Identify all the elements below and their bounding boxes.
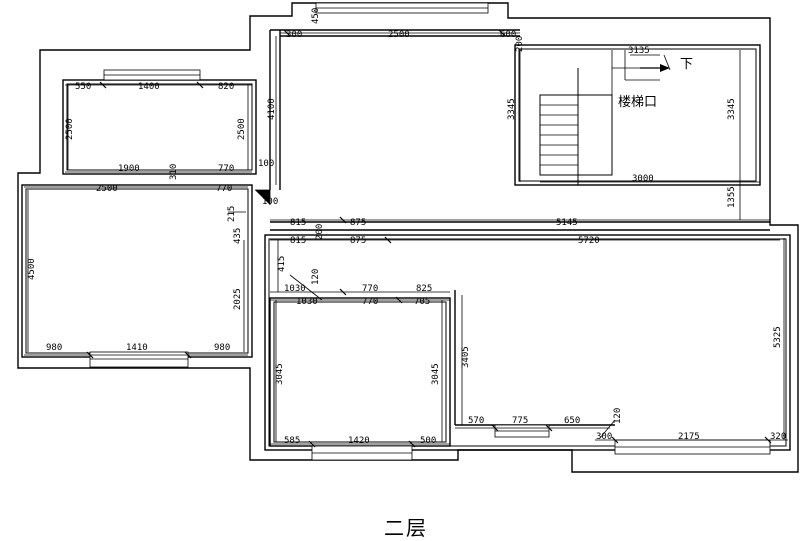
dim-text: 820 xyxy=(218,82,234,92)
dim-text: 875 xyxy=(350,218,366,228)
dim-text: 120 xyxy=(311,269,321,285)
dim-text: 120 xyxy=(613,408,623,424)
dim-text: 1400 xyxy=(138,82,160,92)
dim-text: 825 xyxy=(416,284,432,294)
dim-text: 300 xyxy=(596,432,612,442)
dim-text: 2500 xyxy=(388,30,410,40)
dim-text: 5720 xyxy=(578,236,600,246)
door-swings xyxy=(228,189,616,439)
dim-text: 100 xyxy=(258,159,274,169)
stair-hall-inner xyxy=(518,48,757,182)
dim-text: 3405 xyxy=(461,346,471,368)
dim-text: 3000 xyxy=(632,174,654,184)
dim-text: 2025 xyxy=(233,288,243,310)
room-upper-left xyxy=(62,79,257,175)
dim-text: 2500 xyxy=(237,118,247,140)
dim-text: 2175 xyxy=(678,432,700,442)
dim-text: 100 xyxy=(262,197,278,207)
stair-hall xyxy=(514,44,761,186)
dim-text: 770 xyxy=(362,297,378,307)
dim-text: 980 xyxy=(214,343,230,353)
dim-text: 570 xyxy=(468,416,484,426)
room-right-large-inner xyxy=(268,238,787,447)
dim-text: 3045 xyxy=(431,363,441,385)
windows xyxy=(89,2,771,461)
stair-label: 楼梯口 xyxy=(618,95,657,110)
dim-text: 3135 xyxy=(628,46,650,56)
dim-text: 415 xyxy=(277,256,287,272)
room-right-large xyxy=(264,234,791,451)
dim-text: 815 xyxy=(290,218,306,228)
room-upper-left-inner xyxy=(66,83,253,171)
dim-text: 3045 xyxy=(275,363,285,385)
room-left-inner xyxy=(25,188,249,354)
dim-text: 1030 xyxy=(296,297,318,307)
dim-text: 200 xyxy=(315,224,325,240)
dim-text: 1355 xyxy=(727,186,737,208)
dim-text: 1420 xyxy=(348,436,370,446)
dim-text: 600 xyxy=(500,30,516,40)
dim-text: 875 xyxy=(350,236,366,246)
dim-text: 650 xyxy=(564,416,580,426)
dim-text: 5325 xyxy=(773,326,783,348)
dim-text: 3345 xyxy=(727,98,737,120)
dim-text: 2500 xyxy=(65,118,75,140)
dim-text: 200 xyxy=(515,36,525,52)
dim-text: 4100 xyxy=(267,98,277,120)
dim-text: 4500 xyxy=(27,258,37,280)
dim-text: 585 xyxy=(284,436,300,446)
room-bottom-left xyxy=(269,297,451,447)
dim-text: 300 xyxy=(286,30,302,40)
dim-text: 450 xyxy=(311,8,321,24)
dim-text: 770 xyxy=(216,184,232,194)
dim-text: 215 xyxy=(227,206,237,222)
dim-text: 705 xyxy=(414,297,430,307)
dimension-ticks xyxy=(86,29,772,448)
dim-text: 2500 xyxy=(96,184,118,194)
dim-text: 1410 xyxy=(126,343,148,353)
dim-text: 435 xyxy=(233,228,243,244)
dim-text: 1030 xyxy=(284,284,306,294)
dim-text: 320 xyxy=(770,432,786,442)
stair-treads xyxy=(539,50,660,185)
dim-text: 770 xyxy=(218,164,234,174)
dim-text: 5145 xyxy=(556,218,578,228)
stair-down-label: 下 xyxy=(680,57,693,72)
dim-text: 310 xyxy=(169,164,179,180)
dim-text: 1900 xyxy=(118,164,140,174)
dim-text: 770 xyxy=(362,284,378,294)
dim-text: 980 xyxy=(46,343,62,353)
stair-direction-arrow xyxy=(640,54,671,72)
dimension-lines xyxy=(24,32,788,445)
outer-boundary xyxy=(17,2,799,473)
dim-text: 775 xyxy=(512,416,528,426)
dim-text: 3345 xyxy=(507,98,517,120)
room-bottom-left-inner xyxy=(273,301,447,443)
dim-text: 550 xyxy=(75,82,91,92)
dim-text: 815 xyxy=(290,236,306,246)
dim-text: 500 xyxy=(420,436,436,446)
floor-title: 二层 xyxy=(384,516,428,540)
room-left xyxy=(21,184,253,358)
